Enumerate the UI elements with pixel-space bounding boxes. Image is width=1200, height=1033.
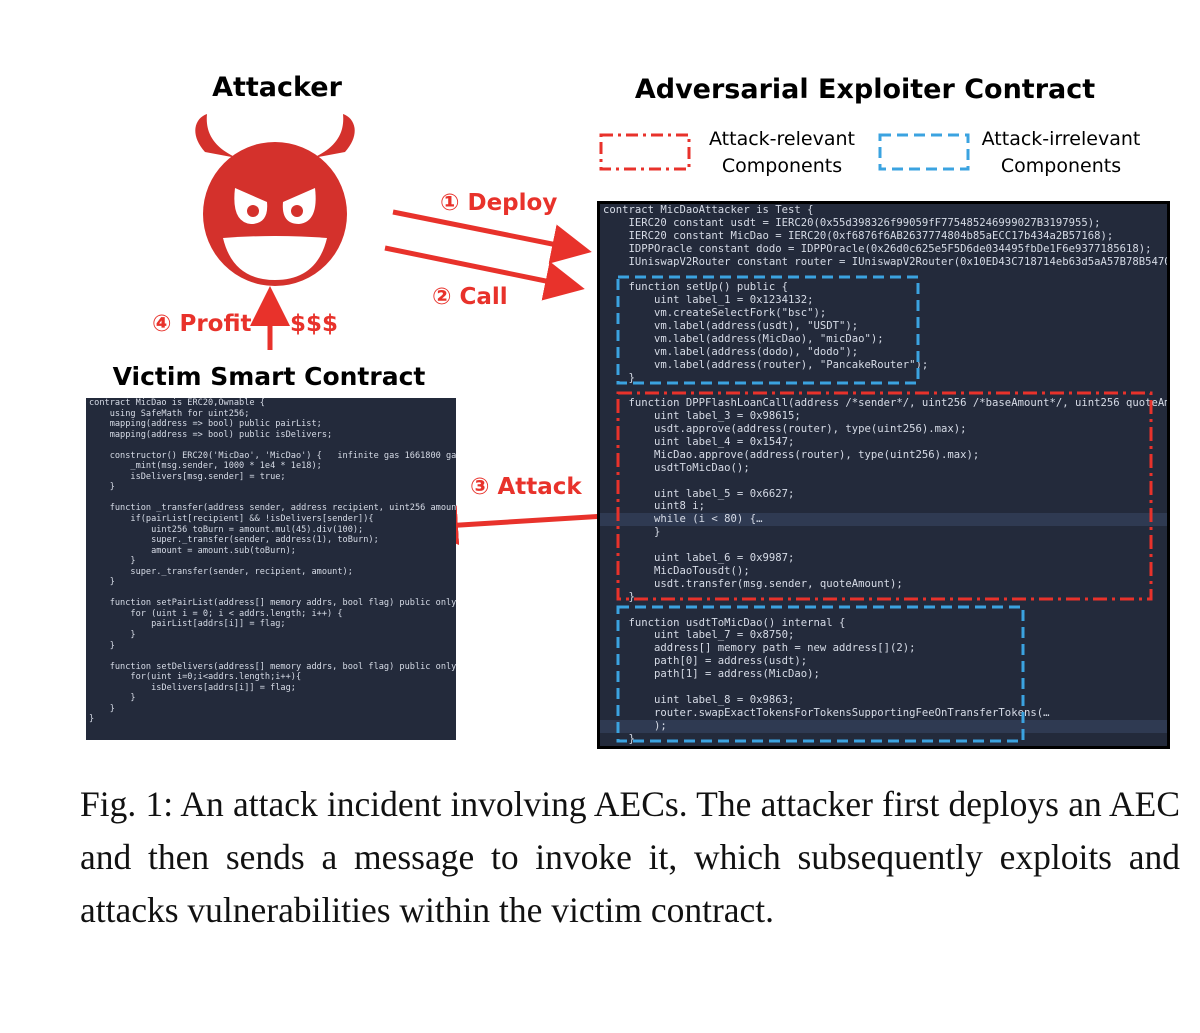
victim-code-panel: contract MicDao is ERC20,Ownable { using… [86,398,456,740]
legend-irrelevant-label: Attack-irrelevant Components [981,128,1141,177]
code-line: IERC20 constant usdt = IERC20(0x55d39832… [603,216,1101,229]
code-line: MicDaoTousdt(); [603,564,750,577]
code-line: MicDao.approve(address(router), type(uin… [603,448,980,461]
code-line: vm.label(address(MicDao), "micDao"); [603,332,884,345]
code-line: function setPairList(address[] memory ad… [89,598,456,609]
figure-caption: Fig. 1: An attack incident involving AEC… [80,784,1180,930]
call-arrow [384,245,585,301]
code-line: } [89,703,115,714]
code-line: pairList[addrs[i]] = flag; [89,619,286,630]
code-line: using SafeMath for uint256; [89,408,250,419]
legend-irrelevant-swatch [878,133,970,171]
code-line: for(uint i=0;i<addrs.length;i++){ [89,672,302,683]
code-line: usdtToMicDao(); [603,461,750,474]
code-line: uint256 toBurn = amount.mul(45).div(100)… [89,524,364,535]
code-line: super._transfer(sender, address(1), toBu… [89,535,379,546]
code-line: uint label_6 = 0x9987; [603,552,795,565]
code-line: } [89,714,95,725]
code-line: isDelivers[addrs[i]] = flag; [89,682,296,693]
money-label: $$$ [290,311,339,337]
call-label: ② Call [432,284,508,310]
code-line: } [89,640,115,651]
devil-face-icon [195,114,355,286]
code-line: } [89,693,136,704]
victim-title: Victim Smart Contract [112,362,426,391]
code-line: uint label_5 = 0x6627; [603,487,795,500]
code-line: usdt.transfer(msg.sender, quoteAmount); [603,577,903,590]
code-line: _mint(msg.sender, 1000 * 1e4 * 1e18); [89,461,322,472]
flashloan-relevant-box [616,391,1153,601]
code-line: mapping(address => bool) public pairList… [89,419,322,430]
code-line: uint8 i; [603,500,706,513]
code-line: uint label_7 = 0x8750; [603,629,795,642]
code-line: function setUp() public { [603,281,788,294]
code-line: ); [600,719,1167,733]
code-line: uint label_8 = 0x9863; [603,693,795,706]
code-line: address[] memory path = new address[](2)… [603,642,916,655]
code-line: path[0] = address(usdt); [603,655,808,668]
code-line: IERC20 constant MicDao = IERC20(0xf6876f… [603,229,1114,242]
code-line: contract MicDao is ERC20,Ownable { [89,398,265,408]
code-line: usdt.approve(address(router), type(uint2… [603,423,967,436]
code-line: uint label_3 = 0x98615; [603,410,801,423]
code-line: } [89,577,115,588]
code-line: } [89,556,136,567]
code-line: mapping(address => bool) public isDelive… [89,429,333,440]
attack-arrow [418,505,623,546]
code-line: } [603,371,635,384]
code-line: vm.label(address(dodo), "dodo"); [603,345,859,358]
code-line: vm.label(address(router), "PancakeRouter… [603,358,929,371]
code-line: path[1] = address(MicDao); [603,668,820,681]
code-line: while (i < 80) {… [600,513,1167,527]
code-line: isDelivers[msg.sender] = true; [89,471,286,482]
deploy-label: ① Deploy [440,190,558,216]
code-line: } [603,732,635,745]
usdtToMicDao-irrelevant-box [616,605,1025,743]
code-line: uint label_4 = 0x1547; [603,436,795,449]
code-line: vm.label(address(usdt), "USDT"); [603,320,859,333]
code-line: function setDelivers(address[] memory ad… [89,661,456,672]
aec-title: Adversarial Exploiter Contract [634,74,1096,105]
code-line: contract MicDaoAttacker is Test { [603,204,814,216]
legend-relevant-label: Attack-relevant Components [709,128,855,177]
attacker-label: Attacker [212,72,342,103]
code-line: if(pairList[recipient] && !isDelivers[se… [89,514,374,525]
code-line: function _transfer(address sender, addre… [109,503,456,514]
code-line: } [89,482,115,493]
code-line: constructor() ERC20('MicDao', 'MicDao') … [89,450,456,461]
code-line: uint label_1 = 0x1234132; [603,294,814,307]
code-line: IDPPOracle constant dodo = IDPPOracle(0x… [603,242,1152,255]
code-line: router.swapExactTokensForTokensSupportin… [603,706,1050,719]
code-line: function DPPFlashLoanCall(address /*send… [603,397,1168,410]
code-line: amount = amount.sub(toBurn); [89,545,296,556]
code-line: super._transfer(sender, recipient, amoun… [89,566,353,577]
code-line: } [603,526,661,539]
deploy-arrow [392,209,592,264]
setup-irrelevant-box [616,275,920,385]
code-line: IUniswapV2Router constant router = IUnis… [603,255,1168,268]
code-line: vm.createSelectFork("bsc"); [603,307,827,320]
attack-label: ③ Attack [470,474,582,500]
code-line: function usdtToMicDao() internal { [603,616,846,629]
legend-relevant-swatch [599,133,691,171]
aec-code-panel: contract MicDaoAttacker is Test { IERC20… [597,201,1170,749]
code-line: for (uint i = 0; i < addrs.length; i++) … [89,608,343,619]
code-line: } [89,630,136,641]
code-line: } [603,590,635,603]
profit-label: ④ Profit [152,311,252,337]
